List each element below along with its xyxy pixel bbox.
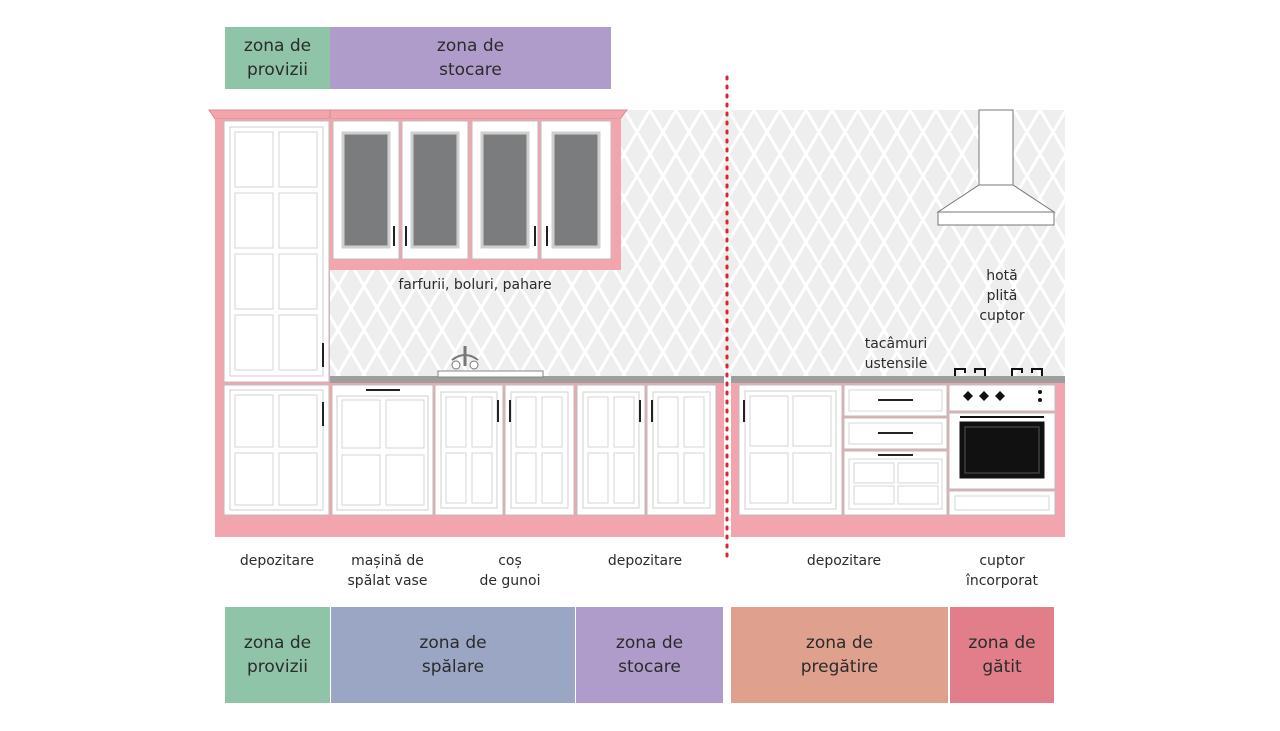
zone-washing: zona de spălare (331, 607, 575, 703)
zone-provisions-line1: zona de (243, 633, 312, 653)
zone-cooking: zona de gătit (950, 607, 1054, 703)
label-storage-left-line1: depozitare (607, 553, 683, 569)
zone-preparation-line1: zona de (805, 633, 874, 653)
dishes-label: farfurii, boluri, pahare (398, 277, 552, 293)
oven-label: cuptor (979, 308, 1025, 324)
zone-provisions: zona de provizii (225, 607, 330, 703)
plinth-left (215, 517, 724, 537)
pantry-base-cabinet (223, 384, 330, 516)
countertop-right (731, 376, 1065, 383)
label-built-in-oven-line2: încorporat (965, 573, 1039, 589)
cutlery-label-2: ustensile (864, 356, 928, 372)
countertop-left (330, 376, 724, 383)
zone-preparation: zona de pregătire (731, 607, 948, 703)
label-pantry-storage-line1: depozitare (239, 553, 315, 569)
top-zone-storage: zona de stocare (330, 27, 611, 89)
built-in-oven (948, 368, 1056, 516)
top-zone-provisions-line2: provizii (247, 60, 308, 80)
zone-cooking-line2: gătit (982, 657, 1022, 677)
label-built-in-oven-line1: cuptor (979, 553, 1025, 569)
top-zone-storage-line1: zona de (436, 36, 505, 56)
label-built-in-oven: cuptor încorporat (950, 551, 1054, 591)
label-pantry-storage: depozitare (222, 551, 332, 571)
hood-label: hotă (986, 268, 1018, 284)
label-trash-line2: de gunoi (479, 573, 541, 589)
label-storage-left: depozitare (590, 551, 700, 571)
cutlery-label-1: tacâmuri (864, 336, 928, 352)
top-zone-provisions-line1: zona de (243, 36, 312, 56)
dishwasher (331, 384, 434, 516)
trash-cabinet (434, 384, 575, 516)
zone-washing-line1: zona de (419, 633, 487, 653)
label-dishwasher-line2: spălat vase (347, 573, 428, 589)
zone-provisions-line2: provizii (247, 657, 308, 677)
storage-cabinet-left (576, 384, 717, 516)
label-trash-line1: coș (498, 553, 522, 569)
zone-cooking-line1: zona de (968, 633, 1036, 653)
top-zone-storage-line2: stocare (439, 60, 502, 80)
label-dishwasher: mașină de spălat vase (330, 551, 445, 591)
label-storage-right: depozitare (789, 551, 899, 571)
zone-storage-line2: stocare (618, 657, 681, 677)
label-trash: coș de gunoi (455, 551, 565, 591)
zone-storage: zona de stocare (576, 607, 723, 703)
plinth-right (731, 517, 1065, 537)
label-storage-right-line1: depozitare (806, 553, 882, 569)
storage-cabinet-right (738, 384, 843, 516)
top-zone-provisions: zona de provizii (225, 27, 330, 89)
hob-label: plită (986, 288, 1018, 304)
zone-preparation-line2: pregătire (800, 657, 879, 677)
label-dishwasher-line1: mașină de (351, 553, 424, 569)
zone-washing-line2: spălare (421, 657, 485, 677)
upper-cabinets (329, 109, 629, 270)
zone-storage-line1: zona de (615, 633, 684, 653)
range-hood (936, 109, 1056, 226)
drawer-unit (843, 384, 948, 516)
sink (437, 346, 544, 378)
